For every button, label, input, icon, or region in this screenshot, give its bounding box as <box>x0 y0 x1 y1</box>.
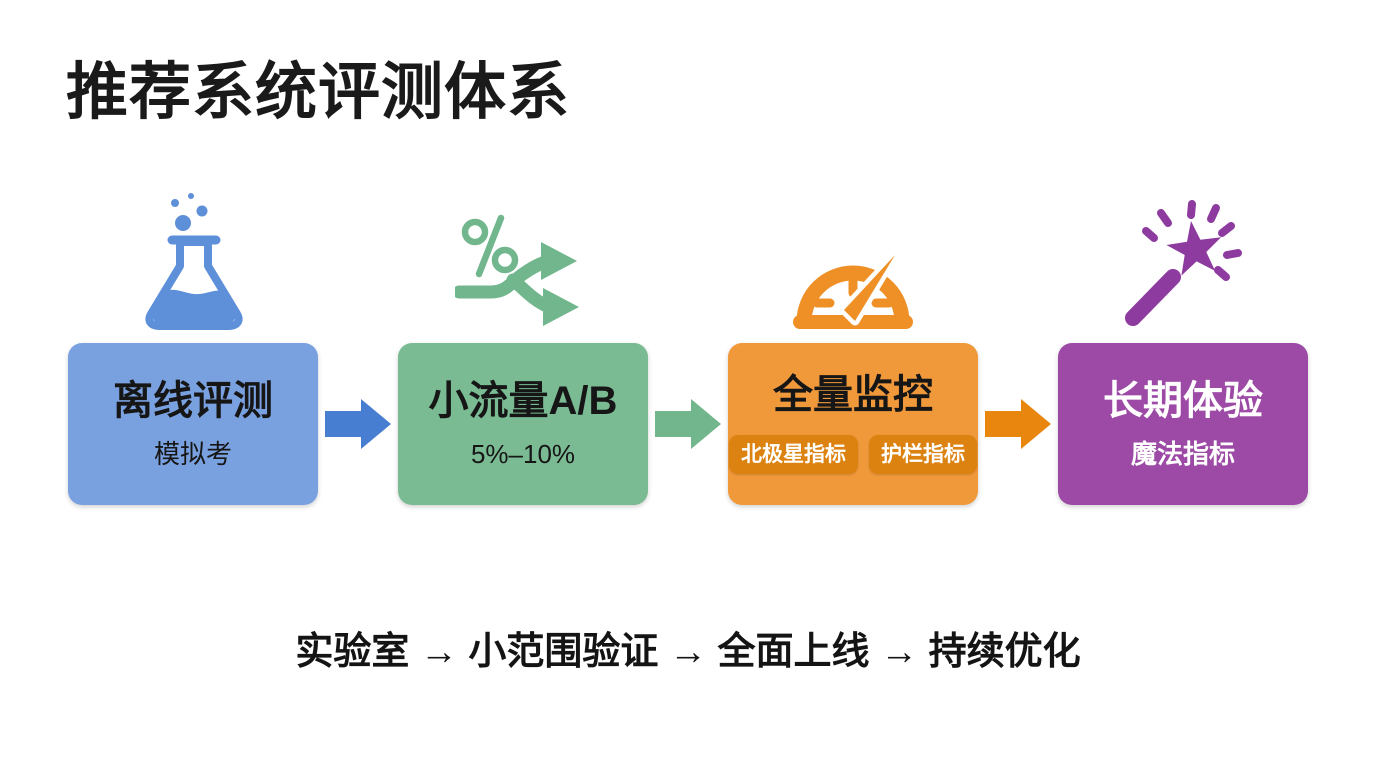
gauge-icon-svg <box>793 250 913 329</box>
arrow-right-blue <box>318 397 398 505</box>
card-subtitle: 模拟考 <box>153 439 232 469</box>
flask-icon <box>68 180 318 330</box>
arrow-right-orange <box>978 397 1058 505</box>
magic-wand-icon-svg <box>1125 200 1242 326</box>
card-title: 离线评测 <box>113 379 273 423</box>
magic-wand-icon <box>1058 180 1308 330</box>
stage-full-monitoring: 全量监控 北极星指标 护栏指标 <box>728 180 978 505</box>
arrow-right-green <box>648 397 728 505</box>
stage-long-term-experience: 长期体验 魔法指标 <box>1058 180 1308 505</box>
evaluation-flow: 离线评测 模拟考 小流 <box>68 180 1308 505</box>
north-star-metric-badge: 北极星指标 <box>729 434 858 474</box>
percent-split-icon-svg <box>455 214 579 326</box>
percent-split-icon <box>398 180 648 330</box>
card-subtitle: 5%–10% <box>470 439 576 469</box>
metric-badges: 北极星指标 护栏指标 <box>729 434 977 474</box>
card-full-monitoring: 全量监控 北极星指标 护栏指标 <box>728 343 978 505</box>
card-long-term-experience: 长期体验 魔法指标 <box>1058 343 1308 505</box>
gauge-icon <box>728 180 978 330</box>
arrow-right-icon <box>325 399 391 449</box>
guardrail-metric-badge: 护栏指标 <box>869 434 977 474</box>
card-offline-evaluation: 离线评测 模拟考 <box>68 343 318 505</box>
stage-ab-test: 小流量A/B 5%–10% <box>398 180 648 505</box>
page-title: 推荐系统评测体系 <box>66 58 571 127</box>
card-title: 长期体验 <box>1103 379 1263 423</box>
card-title: 全量监控 <box>773 372 933 417</box>
process-summary: 实验室 → 小范围验证 → 全面上线 → 持续优化 <box>295 631 1081 673</box>
arrow-right-icon <box>985 399 1051 449</box>
stage-offline-evaluation: 离线评测 模拟考 <box>68 180 318 505</box>
flask-icon-svg <box>145 193 243 330</box>
card-title: 小流量A/B <box>428 379 618 423</box>
card-ab-test: 小流量A/B 5%–10% <box>398 343 648 505</box>
card-subtitle: 魔法指标 <box>1130 439 1235 469</box>
arrow-right-icon <box>655 399 721 449</box>
